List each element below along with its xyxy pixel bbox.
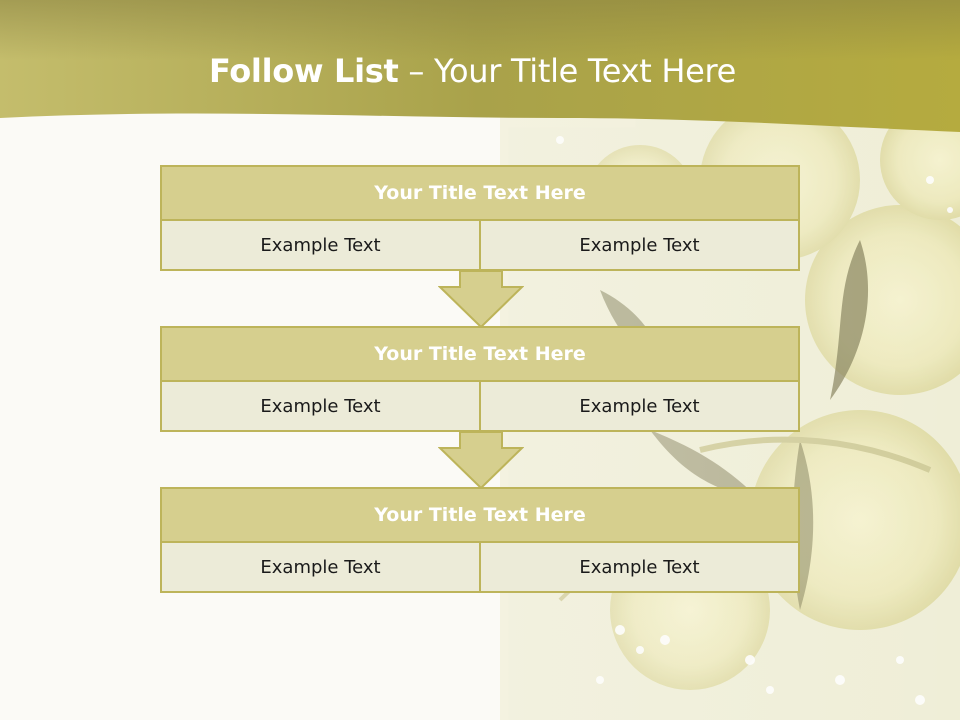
step-title: Your Title Text Here xyxy=(160,165,800,221)
down-arrow-icon xyxy=(438,432,524,490)
step-cell-right: Example Text xyxy=(481,543,800,593)
slide-title: Follow List – Your Title Text Here xyxy=(0,52,945,90)
step-block-2: Your Title Text Here Example Text Exampl… xyxy=(160,326,800,432)
down-arrow-icon xyxy=(438,271,524,329)
slide-title-bold: Follow List xyxy=(208,52,399,90)
slide-title-rest: – Your Title Text Here xyxy=(408,52,737,90)
step-cell-left: Example Text xyxy=(160,543,481,593)
step-block-1: Your Title Text Here Example Text Exampl… xyxy=(160,165,800,271)
step-cell-right: Example Text xyxy=(481,382,800,432)
step-block-3: Your Title Text Here Example Text Exampl… xyxy=(160,487,800,593)
step-title: Your Title Text Here xyxy=(160,326,800,382)
step-cell-right: Example Text xyxy=(481,221,800,271)
step-cell-left: Example Text xyxy=(160,221,481,271)
step-title: Your Title Text Here xyxy=(160,487,800,543)
step-cell-left: Example Text xyxy=(160,382,481,432)
